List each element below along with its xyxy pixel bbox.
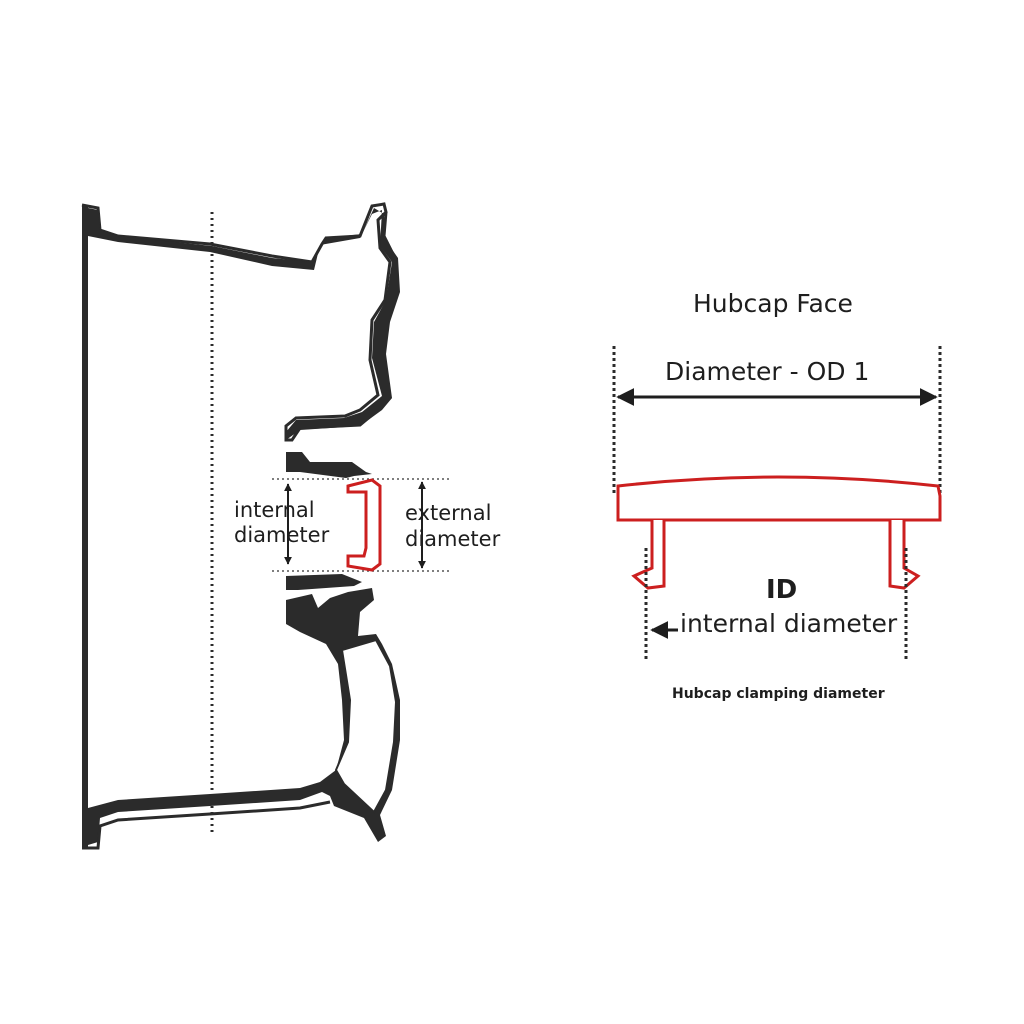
wheel-hubcap-profile xyxy=(346,478,382,572)
hubcap-face-shape xyxy=(616,475,942,522)
hubcap-face-diagram xyxy=(612,346,942,660)
wheel-cross-section xyxy=(81,202,452,850)
hubcap-left-clip xyxy=(631,520,666,590)
hubcap-face-title: Hubcap Face xyxy=(693,289,853,318)
hubcap-right-clip xyxy=(888,520,921,590)
external-diameter-label: external diameter xyxy=(405,501,501,551)
wheel-lower-spoke-highlight xyxy=(334,638,398,814)
od-dimension-label: Diameter - OD 1 xyxy=(665,357,870,386)
wheel-hub-lower xyxy=(286,574,362,590)
wheel-hub-upper xyxy=(286,452,372,478)
wheel-top-spoke-fill xyxy=(88,208,400,440)
id-label: ID xyxy=(766,575,798,605)
internal-diameter-label: internal diameter xyxy=(234,498,330,547)
wheel-lower-spoke xyxy=(88,588,400,845)
clamping-diameter-caption: Hubcap clamping diameter xyxy=(672,686,885,702)
wheel-bottom-flange xyxy=(82,800,331,850)
id-sublabel: internal diameter xyxy=(680,609,898,638)
wheel-rim-left-edge xyxy=(82,205,88,848)
